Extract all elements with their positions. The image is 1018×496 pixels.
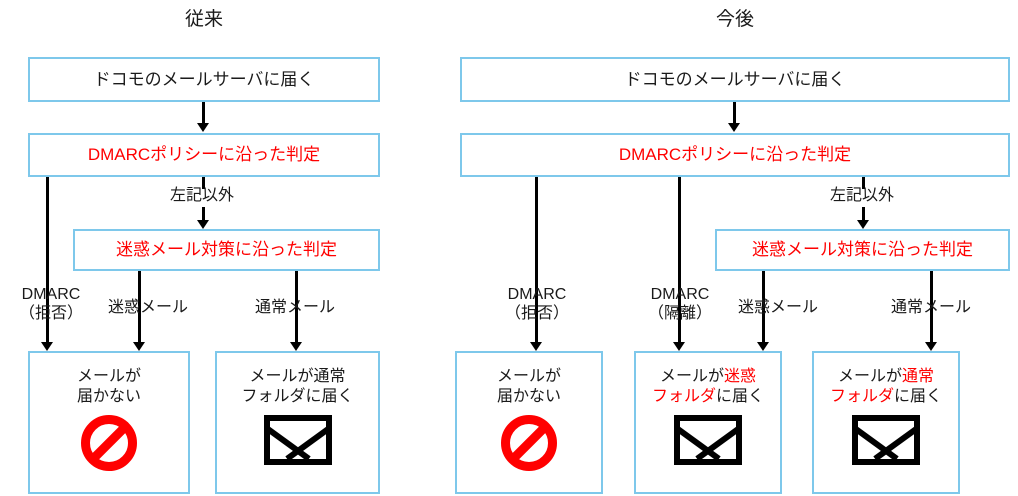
after-quarantine-line2-highlight: フォルダ <box>651 388 716 405</box>
after-node-spam-policy-label: 迷惑メール対策に沿った判定 <box>752 240 973 260</box>
after-node-blocked-text: メールが 届かない <box>497 367 561 407</box>
after-connector-dmarc-reject <box>535 177 538 343</box>
before-node-normal-delivery-line2: フォルダに届く <box>241 388 354 405</box>
envelope-icon <box>263 415 332 465</box>
after-node-blocked: メールが 届かない <box>455 351 603 494</box>
after-connector-dmarc-quarantine <box>678 177 681 343</box>
before-blocked-icon-wrap <box>81 415 137 471</box>
before-node-normal-delivery: メールが通常 フォルダに届く <box>215 351 380 494</box>
before-edge-label-dmarc-reject-line2: （拒否） <box>18 305 83 323</box>
after-connector-inbound-to-dmarc <box>733 102 736 124</box>
before-node-normal-delivery-text: メールが通常 フォルダに届く <box>241 367 353 407</box>
after-node-blocked-line2: 届かない <box>496 388 561 405</box>
after-normal-line1-highlight: 通常 <box>902 368 935 385</box>
before-connector-spam-mail <box>138 271 141 343</box>
after-quarantine-line2-plain: に届く <box>716 388 765 405</box>
before-node-blocked: メールが 届かない <box>28 351 190 494</box>
before-arrowhead-normal-mail <box>290 342 302 351</box>
before-connector-dmarc-to-spam-upper <box>202 177 205 189</box>
after-node-inbound-label: ドコモのメールサーバに届く <box>624 69 846 89</box>
after-edge-label-dmarc-reject-line2: （拒否） <box>504 305 569 323</box>
before-connector-inbound-to-dmarc <box>202 102 205 124</box>
after-arrowhead-normal-mail <box>925 342 937 351</box>
after-blocked-icon-wrap <box>501 415 557 471</box>
after-node-dmarc-policy: DMARCポリシーに沿った判定 <box>460 133 1010 177</box>
before-edge-label-dmarc-reject: DMARC （拒否） <box>6 285 96 323</box>
after-node-normal-delivery-line2: フォルダに届く <box>830 387 942 407</box>
before-node-spam-policy-label: 迷惑メール対策に沿った判定 <box>116 240 337 260</box>
before-node-normal-delivery-line1: メールが通常 <box>249 368 346 385</box>
after-node-quarantine-delivery-text: メールが迷惑 フォルダに届く <box>652 367 764 407</box>
before-node-dmarc-policy: DMARCポリシーに沿った判定 <box>28 133 380 177</box>
after-node-normal-delivery-text: メールが通常 フォルダに届く <box>830 367 942 407</box>
after-node-inbound: ドコモのメールサーバに届く <box>460 57 1010 102</box>
before-connector-normal-mail <box>295 271 298 343</box>
after-arrowhead-dmarc-to-spam <box>857 220 869 229</box>
section-title-before: 従来 <box>184 9 223 30</box>
after-edge-label-dmarc-quarantine: DMARC （隔離） <box>635 285 725 323</box>
no-entry-icon <box>81 415 137 471</box>
before-arrowhead-dmarc-to-spam <box>197 220 209 229</box>
after-node-dmarc-policy-label: DMARCポリシーに沿った判定 <box>618 145 852 165</box>
after-node-quarantine-delivery-line2: フォルダに届く <box>652 387 764 407</box>
after-node-spam-policy: 迷惑メール対策に沿った判定 <box>715 229 1010 271</box>
before-normal-delivery-icon-wrap <box>263 415 332 465</box>
section-title-after: 今後 <box>715 9 754 30</box>
before-edge-label-dmarc-reject-line1: DMARC <box>21 286 81 303</box>
before-node-blocked-line1: メールが <box>76 368 141 385</box>
after-edge-label-normal-mail: 通常メール <box>890 299 971 316</box>
before-node-blocked-line2: 届かない <box>76 388 141 405</box>
after-edge-label-dmarc-reject: DMARC （拒否） <box>492 285 582 323</box>
after-edge-label-spam-mail: 迷惑メール <box>737 299 818 316</box>
no-entry-icon <box>501 415 557 471</box>
after-node-quarantine-delivery: メールが迷惑 フォルダに届く <box>634 351 782 494</box>
before-node-inbound: ドコモのメールサーバに届く <box>28 57 380 102</box>
before-arrowhead-spam-mail <box>133 342 145 351</box>
after-quarantine-line1-plain: メールが <box>659 368 724 385</box>
after-arrowhead-dmarc-reject <box>530 342 542 351</box>
before-node-spam-policy: 迷惑メール対策に沿った判定 <box>73 229 380 271</box>
envelope-icon <box>852 415 920 465</box>
after-arrowhead-spam-mail <box>757 342 769 351</box>
after-normal-line2-plain: に届く <box>894 388 943 405</box>
after-node-blocked-line1: メールが <box>496 368 561 385</box>
before-arrowhead-inbound-to-dmarc <box>197 123 209 132</box>
after-normal-line2-highlight: フォルダ <box>829 388 894 405</box>
after-connector-normal-mail <box>930 271 933 343</box>
after-quarantine-line1-highlight: 迷惑 <box>724 368 757 385</box>
after-edge-label-dmarc-reject-line1: DMARC <box>507 286 567 303</box>
after-arrowhead-dmarc-quarantine <box>673 342 685 351</box>
after-node-normal-delivery: メールが通常 フォルダに届く <box>812 351 960 494</box>
after-edge-label-dmarc-quarantine-line1: DMARC <box>650 286 710 303</box>
after-connector-dmarc-to-spam-lower <box>862 207 865 221</box>
before-arrowhead-dmarc-reject <box>41 342 53 351</box>
after-arrowhead-inbound-to-dmarc <box>728 123 740 132</box>
after-quarantine-icon-wrap <box>674 415 742 465</box>
after-edge-label-otherwise: 左記以外 <box>829 187 894 204</box>
after-connector-spam-mail <box>762 271 765 343</box>
envelope-icon <box>674 415 742 465</box>
after-connector-dmarc-to-spam-upper <box>862 177 865 189</box>
after-node-normal-delivery-line1: メールが通常 <box>830 367 942 387</box>
before-edge-label-otherwise: 左記以外 <box>169 187 234 204</box>
before-connector-dmarc-to-spam-lower <box>202 207 205 221</box>
after-edge-label-dmarc-quarantine-line2: （隔離） <box>647 305 712 323</box>
before-edge-label-normal-mail: 通常メール <box>254 299 335 316</box>
before-node-blocked-text: メールが 届かない <box>77 367 141 407</box>
after-normal-delivery-icon-wrap <box>852 415 920 465</box>
before-connector-dmarc-reject <box>46 177 49 343</box>
before-node-dmarc-policy-label: DMARCポリシーに沿った判定 <box>87 145 321 165</box>
after-normal-line1-plain: メールが <box>837 368 902 385</box>
after-node-quarantine-delivery-line1: メールが迷惑 <box>652 367 764 387</box>
before-node-inbound-label: ドコモのメールサーバに届く <box>93 69 315 89</box>
before-edge-label-spam-mail: 迷惑メール <box>107 299 188 316</box>
